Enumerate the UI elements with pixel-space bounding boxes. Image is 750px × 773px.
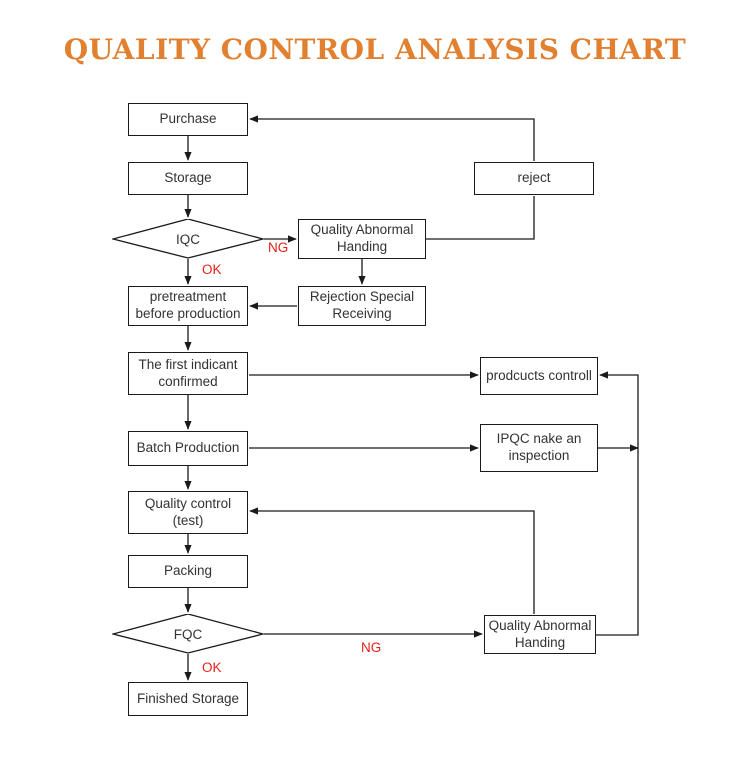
edge-qahtop-reject: [426, 196, 535, 240]
node-finished-label: Finished Storage: [136, 690, 240, 706]
node-quality-abnormal-handing-bottom[interactable]: Quality Abnormal Handing: [484, 615, 596, 654]
node-qctest-line2: (test): [172, 512, 204, 528]
node-batch-label: Batch Production: [136, 440, 240, 456]
node-batch-production[interactable]: Batch Production: [128, 431, 248, 466]
node-products-control[interactable]: prodcucts controll: [480, 357, 598, 395]
edge-qahbot-qctest: [249, 507, 535, 614]
edge-label-ng-iqc: NG: [268, 240, 289, 255]
node-qah-bot-line2: Handing: [514, 634, 566, 650]
node-finished-storage[interactable]: Finished Storage: [128, 682, 248, 716]
node-firstind-line2: confirmed: [158, 373, 218, 389]
edge-label-ok-iqc: OK: [202, 262, 222, 277]
node-prodctrl-label: prodcucts controll: [486, 367, 592, 383]
node-rejection-special-receiving[interactable]: Rejection Special Receiving: [298, 286, 426, 326]
node-purchase-label: Purchase: [159, 111, 217, 127]
node-packing[interactable]: Packing: [128, 555, 248, 588]
node-packing-label: Packing: [163, 563, 213, 579]
node-qah-bot-line1: Quality Abnormal: [488, 617, 592, 633]
node-qah-top-line1: Quality Abnormal: [310, 222, 414, 238]
node-qctest-line1: Quality control: [144, 495, 232, 511]
node-quality-control-test[interactable]: Quality control (test): [128, 491, 248, 534]
node-reject[interactable]: reject: [474, 162, 594, 195]
diamond-shape-fqc: [112, 614, 264, 654]
node-qah-top-line2: Handing: [336, 239, 388, 254]
node-ipqc-inspection[interactable]: IPQC nake an inspection: [480, 424, 598, 472]
edge-reject-purchase: [249, 115, 535, 161]
node-iqc[interactable]: IQC: [112, 219, 264, 259]
node-firstind-line1: The first indicant: [138, 356, 238, 372]
node-storage[interactable]: Storage: [128, 162, 248, 195]
node-reject-label: reject: [517, 170, 551, 186]
node-iqc-label: IQC: [175, 231, 200, 247]
node-rsr-line1: Rejection Special: [309, 289, 415, 305]
node-first-indicant-confirmed[interactable]: The first indicant confirmed: [128, 352, 248, 395]
edge-label-ok-fqc: OK: [202, 660, 222, 675]
edge-label-ng-fqc: NG: [361, 640, 382, 655]
node-rsr-line2: Receiving: [332, 306, 392, 321]
node-fqc-label: FQC: [173, 626, 203, 642]
node-storage-label: Storage: [164, 170, 212, 186]
node-pretreat-line1: pretreatment: [149, 289, 227, 305]
node-pretreat-line2: before production: [135, 306, 241, 321]
page-title: QUALITY CONTROL ANALYSIS CHART: [63, 33, 687, 66]
node-pretreatment-before-production[interactable]: pretreatment before production: [128, 286, 248, 326]
node-ipqc-line1: IPQC nake an: [496, 431, 582, 447]
node-quality-abnormal-handing-top[interactable]: Quality Abnormal Handing: [298, 219, 426, 259]
diamond-shape-iqc: [112, 219, 264, 259]
node-purchase[interactable]: Purchase: [128, 103, 248, 136]
node-ipqc-line2: inspection: [508, 448, 570, 463]
edge-qahbot-prodctrl: [596, 371, 639, 636]
node-fqc[interactable]: FQC: [112, 614, 264, 654]
